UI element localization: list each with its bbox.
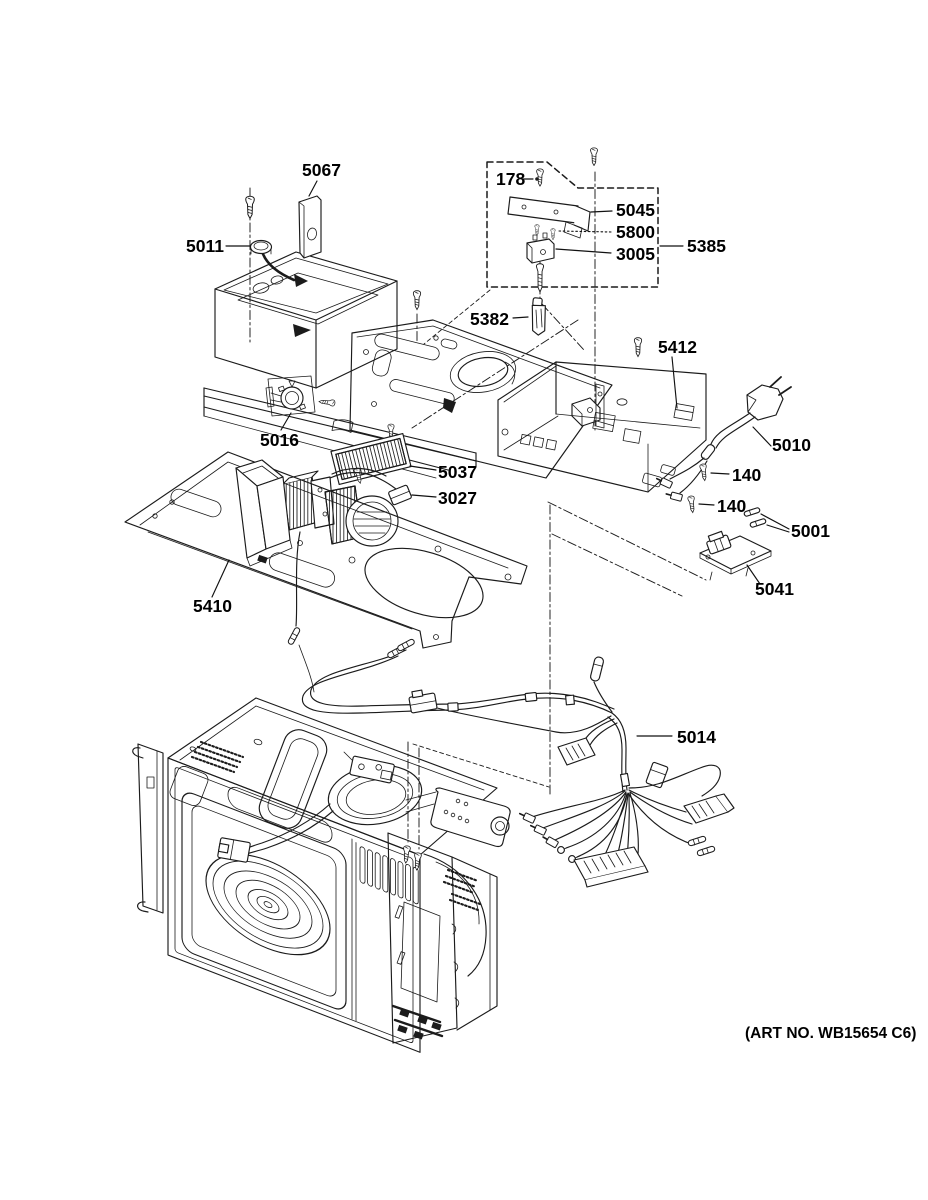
screw-icon <box>318 398 336 407</box>
leader-5382 <box>512 316 529 319</box>
cabinet-assembly <box>132 697 511 1053</box>
screw-icon <box>590 147 598 167</box>
leader-5037 <box>409 465 437 471</box>
part-5011-cap <box>249 239 273 255</box>
leader-lines <box>211 177 790 737</box>
part-5067-bracket <box>298 195 322 259</box>
part-5800-screws <box>534 224 556 241</box>
part-140-screw-b <box>687 495 697 514</box>
callout-5067: 5067 <box>302 160 341 180</box>
leader-5045 <box>590 210 613 213</box>
part-3027-blower <box>282 467 412 693</box>
part-5001-pins <box>743 507 767 528</box>
part-5382-fuse <box>531 297 546 336</box>
leader-5016 <box>280 412 292 431</box>
callout-5410: 5410 <box>193 596 232 616</box>
control-housing <box>203 251 477 479</box>
projection-lines <box>249 171 707 850</box>
callout-5382: 5382 <box>470 309 509 329</box>
leader-5412 <box>671 356 678 409</box>
turntable <box>205 853 331 956</box>
part-5412-chassis-box <box>497 361 707 493</box>
leader-5001 <box>760 513 790 533</box>
part-5014-harness <box>301 637 735 888</box>
fan-scroll <box>423 853 487 977</box>
screw-icon <box>535 263 545 293</box>
leader-3027 <box>411 494 437 498</box>
leader-3005 <box>555 248 612 254</box>
part-140-screw-a <box>699 463 709 482</box>
leader-5410 <box>211 559 230 598</box>
screw-icon <box>633 337 643 358</box>
stirrer-dome <box>327 751 423 826</box>
art-number: (ART NO. WB15654 C6) <box>745 1025 916 1042</box>
group-5385 <box>486 147 659 293</box>
callout-3027: 3027 <box>438 488 477 508</box>
dome-cable <box>217 803 334 863</box>
duct-slot <box>258 729 328 829</box>
screw-icon <box>412 290 422 311</box>
leader-140a <box>710 472 730 475</box>
mount-bracket <box>405 787 511 848</box>
part-5410-base-plate <box>124 451 528 649</box>
oven-cavity <box>181 792 347 1010</box>
cabinet-top-face <box>167 697 498 856</box>
callout-140a: 140 <box>732 465 761 485</box>
part-5037-filter <box>330 432 412 486</box>
edge-connector <box>573 846 649 888</box>
callout-5037: 5037 <box>438 462 477 482</box>
shelf-bracket <box>571 397 601 427</box>
callout-5001: 5001 <box>791 521 830 541</box>
callout-5014: 5014 <box>677 727 716 747</box>
part-5016-thermostat <box>265 375 316 417</box>
leader-5041 <box>746 564 761 585</box>
leader-5800 <box>558 230 612 233</box>
right-plate <box>387 832 460 1044</box>
callout-5041: 5041 <box>755 579 794 599</box>
callout-5010: 5010 <box>772 435 811 455</box>
rear-right-panel <box>451 856 498 1031</box>
callout-3005: 3005 <box>616 244 655 264</box>
part-5045-bracket <box>507 196 591 239</box>
screw-icon <box>245 195 255 219</box>
leader-178 <box>521 177 539 181</box>
callout-5385: 5385 <box>687 236 726 256</box>
callout-5800: 5800 <box>616 222 655 242</box>
part-3005-switch <box>526 232 555 264</box>
leader-140b <box>698 503 715 506</box>
duct <box>235 459 293 567</box>
callout-5045: 5045 <box>616 200 655 220</box>
callouts: 5067 5011 178 5045 5800 3005 5385 5382 5… <box>186 160 916 1042</box>
callout-5016: 5016 <box>260 430 299 450</box>
left-flange <box>132 743 164 914</box>
cabinet-front-face <box>167 757 421 1053</box>
part-5041-board <box>699 530 772 581</box>
leader-5067 <box>308 180 318 197</box>
callout-5412: 5412 <box>658 337 697 357</box>
callout-5011: 5011 <box>186 236 224 256</box>
leader-5010 <box>752 426 772 447</box>
callout-140b: 140 <box>717 496 746 516</box>
harness-connector-6pin <box>683 793 735 824</box>
callout-178: 178 <box>496 169 525 189</box>
shelf-plate <box>349 319 613 479</box>
